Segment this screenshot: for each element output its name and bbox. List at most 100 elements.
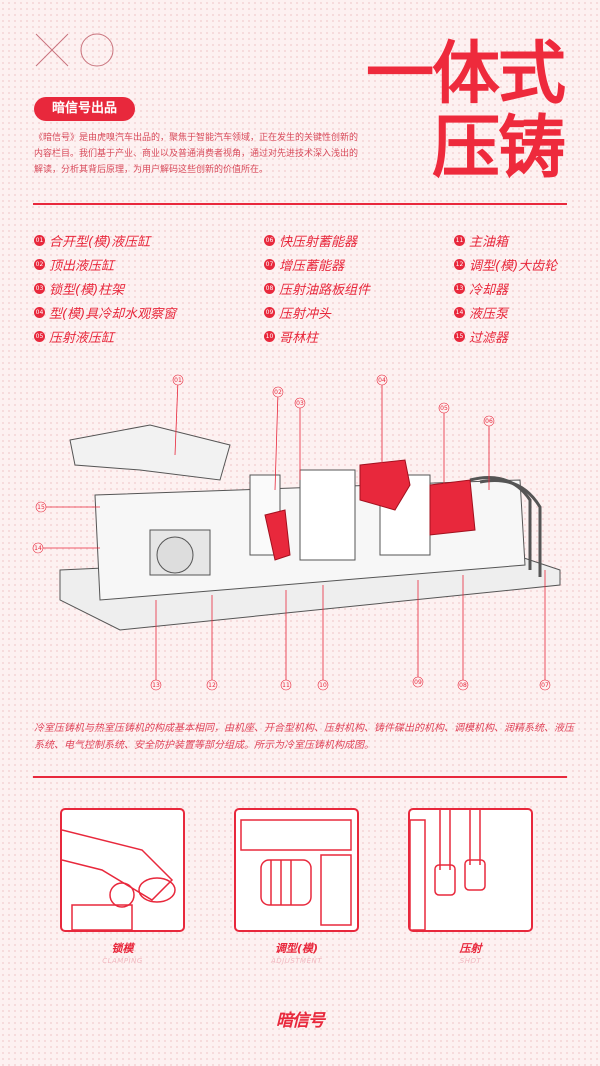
callout-marker (317, 679, 329, 691)
clamp-cylinder (69, 424, 231, 481)
legend-number: 13 (454, 283, 465, 294)
legend-label: 液压泵 (469, 307, 509, 322)
callout-marker (483, 415, 495, 427)
legend-item: 03 锁型(模)柱架 (34, 280, 264, 298)
callout-number: 02 (274, 389, 282, 396)
legend-label: 压射冲头 (279, 307, 332, 322)
divider (33, 203, 567, 205)
legend-label: 哥林柱 (279, 331, 319, 346)
callout-number: 10 (319, 682, 327, 689)
die-casting-machine-diagram: 01 02 03 04 05 06 07 08 09 10 11 12 13 14 15 (32, 374, 561, 691)
callout-marker (150, 679, 162, 691)
thumbnail-clamping (60, 808, 185, 932)
callout-number: 15 (37, 504, 45, 511)
legend-item: 13 冷却器 (454, 280, 584, 298)
legend-label: 顶出液压缸 (49, 259, 115, 274)
legend-number: 04 (34, 307, 45, 318)
thumbnail-label: 压射 (459, 942, 482, 955)
callout-marker (376, 374, 388, 386)
callout-number: 07 (541, 682, 549, 689)
callout-marker (272, 386, 284, 398)
legend-label: 压射液压缸 (49, 331, 115, 346)
legend-number: 11 (454, 235, 465, 246)
intro-text: 《暗信号》是由虎嗅汽车出品的，聚焦于智能汽车领域，正在发生的关键性创新的内容栏目… (34, 133, 359, 175)
legend-item: 04 型(模)具冷却水观察窗 (34, 304, 264, 322)
legend-item: 08 压射油路板组件 (264, 280, 454, 298)
legend-label: 过滤器 (469, 331, 509, 346)
thumbnail-label: 锁模 (111, 942, 134, 955)
callout-marker (438, 402, 450, 414)
legend-label: 主油箱 (469, 235, 509, 250)
callout-number: 03 (296, 400, 304, 407)
callout-number: 06 (485, 418, 493, 425)
callout-number: 05 (440, 405, 448, 412)
callout-number: 14 (34, 545, 42, 552)
callout-line (274, 391, 279, 491)
legend-item: 14 液压泵 (454, 304, 584, 322)
legend-item: 10 哥林柱 (264, 328, 454, 346)
legend-item: 01 合开型(模)液压缸 (34, 232, 264, 250)
title-line-1: 一体式 (365, 35, 566, 114)
legend-label: 快压射蓄能器 (279, 235, 358, 250)
thumbnail-sublabel: SHOT (459, 957, 482, 965)
callout-marker (172, 374, 184, 386)
x-o-decoration-icon (35, 33, 114, 67)
highlighted-parts (264, 459, 476, 561)
title-line-2: 压铸 (431, 109, 566, 188)
legend-label: 压射油路板组件 (279, 283, 371, 298)
legend-item: 02 顶出液压缸 (34, 256, 264, 274)
legend-number: 09 (264, 307, 275, 318)
legend-item: 05 压射液压缸 (34, 328, 264, 346)
legend-number: 02 (34, 259, 45, 270)
divider (33, 776, 567, 778)
page-title: 一体式 压铸 (365, 35, 566, 188)
footer-logo: 暗信号 (276, 1011, 325, 1031)
legend-number: 05 (34, 331, 45, 342)
legend-item: 09 压射冲头 (264, 304, 454, 322)
legend-label: 锁型(模)柱架 (49, 283, 125, 298)
thumbnail-shot (408, 808, 533, 932)
callout-number: 09 (414, 679, 422, 686)
thumbnail-sublabel: CLAMPING (102, 957, 143, 965)
callout-number: 01 (174, 377, 182, 384)
legend-number: 10 (264, 331, 275, 342)
legend-label: 合开型(模)液压缸 (49, 235, 151, 250)
callout-number: 11 (282, 682, 290, 689)
callout-marker (412, 676, 424, 688)
legend-item: 12 调型(模)大齿轮 (454, 256, 584, 274)
legend-number: 12 (454, 259, 465, 270)
callout-marker (539, 679, 551, 691)
legend-item: 15 过滤器 (454, 328, 584, 346)
callout-number: 08 (459, 682, 467, 689)
legend-label: 增压蓄能器 (279, 259, 345, 274)
thumbnail-sublabel: ADJUSTMENT (270, 957, 323, 965)
callout-number: 13 (152, 682, 160, 689)
legend-number: 08 (264, 283, 275, 294)
legend-number: 14 (454, 307, 465, 318)
legend-item: 07 增压蓄能器 (264, 256, 454, 274)
callout-marker (280, 679, 292, 691)
legend-number: 07 (264, 259, 275, 270)
legend-label: 调型(模)大齿轮 (469, 259, 558, 274)
callout-number: 04 (378, 377, 386, 384)
thumbnail-label: 调型(模) (274, 942, 319, 955)
description-text: 冷室压铸机与热室压铸机的构成基本相同，由机座、开合型机构、压射机构、铸件碟出的机… (34, 723, 574, 751)
legend-label: 冷却器 (469, 283, 509, 298)
legend-item: 06 快压射蓄能器 (264, 232, 454, 250)
legend-number: 06 (264, 235, 275, 246)
publisher-badge: 暗信号出品 (34, 97, 135, 121)
callout-marker (294, 397, 306, 409)
callout-marker (35, 501, 47, 513)
legend-item: 11 主油箱 (454, 232, 584, 250)
legend-label: 型(模)具冷却水观察窗 (49, 307, 177, 322)
parts-legend: 01 合开型(模)液压缸 06 快压射蓄能器 11 主油箱 02 顶出液压缸 07 增压蓄能器 12… (34, 232, 574, 346)
legend-number: 01 (34, 235, 45, 246)
callout-marker (457, 679, 469, 691)
legend-number: 15 (454, 331, 465, 342)
callout-marker (32, 542, 44, 554)
callout-marker (206, 679, 218, 691)
thumbnail-adjustment (234, 808, 359, 932)
callout-number: 12 (208, 682, 216, 689)
callout-line (174, 379, 179, 456)
legend-number: 03 (34, 283, 45, 294)
